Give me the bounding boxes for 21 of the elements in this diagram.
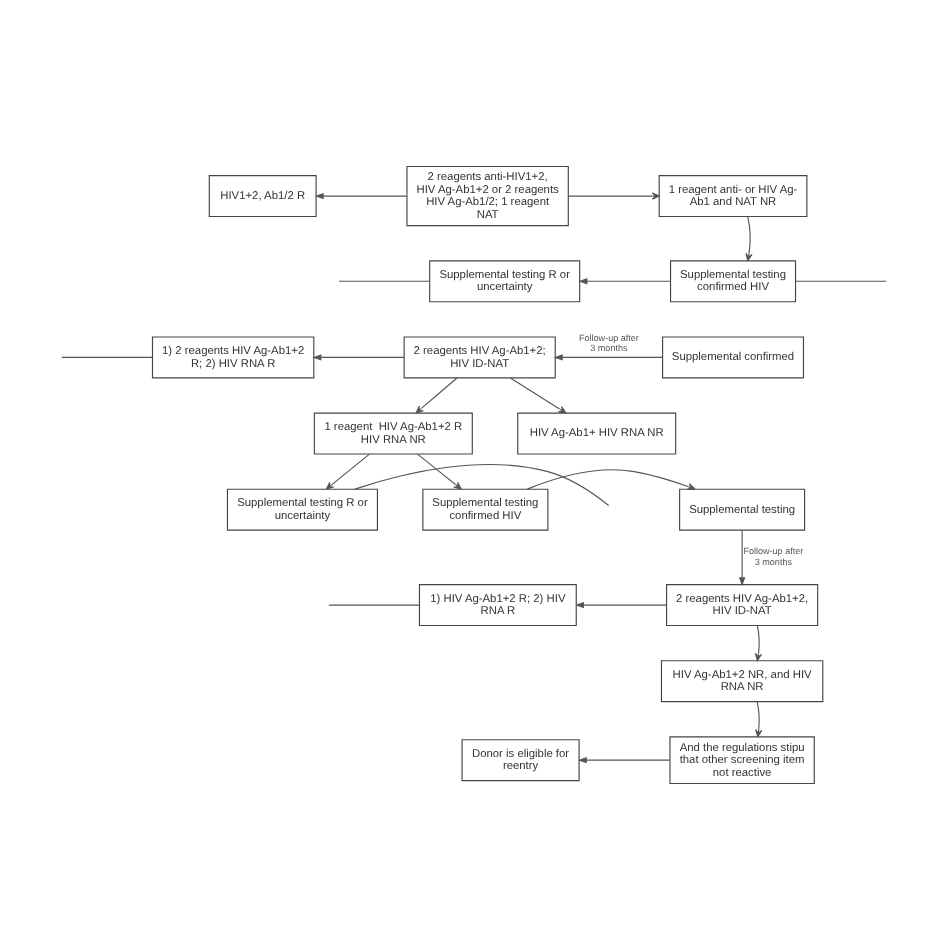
connector [328,603,420,605]
arrow [578,277,671,284]
arrow [745,215,753,261]
arrow [577,755,671,763]
connector [338,279,431,281]
arrow [416,452,462,489]
arrow [314,191,408,199]
arrow [755,700,763,737]
arrow [415,376,458,413]
arrow [509,376,567,413]
arrow [553,353,664,360]
arrow [325,452,370,489]
arrow [312,353,405,360]
connector [61,355,154,357]
arrow [526,468,696,490]
connector [795,279,887,281]
arrow [754,624,763,661]
arrow [574,600,668,608]
arrow [738,528,746,586]
arrow [568,191,660,199]
connector [354,463,610,506]
